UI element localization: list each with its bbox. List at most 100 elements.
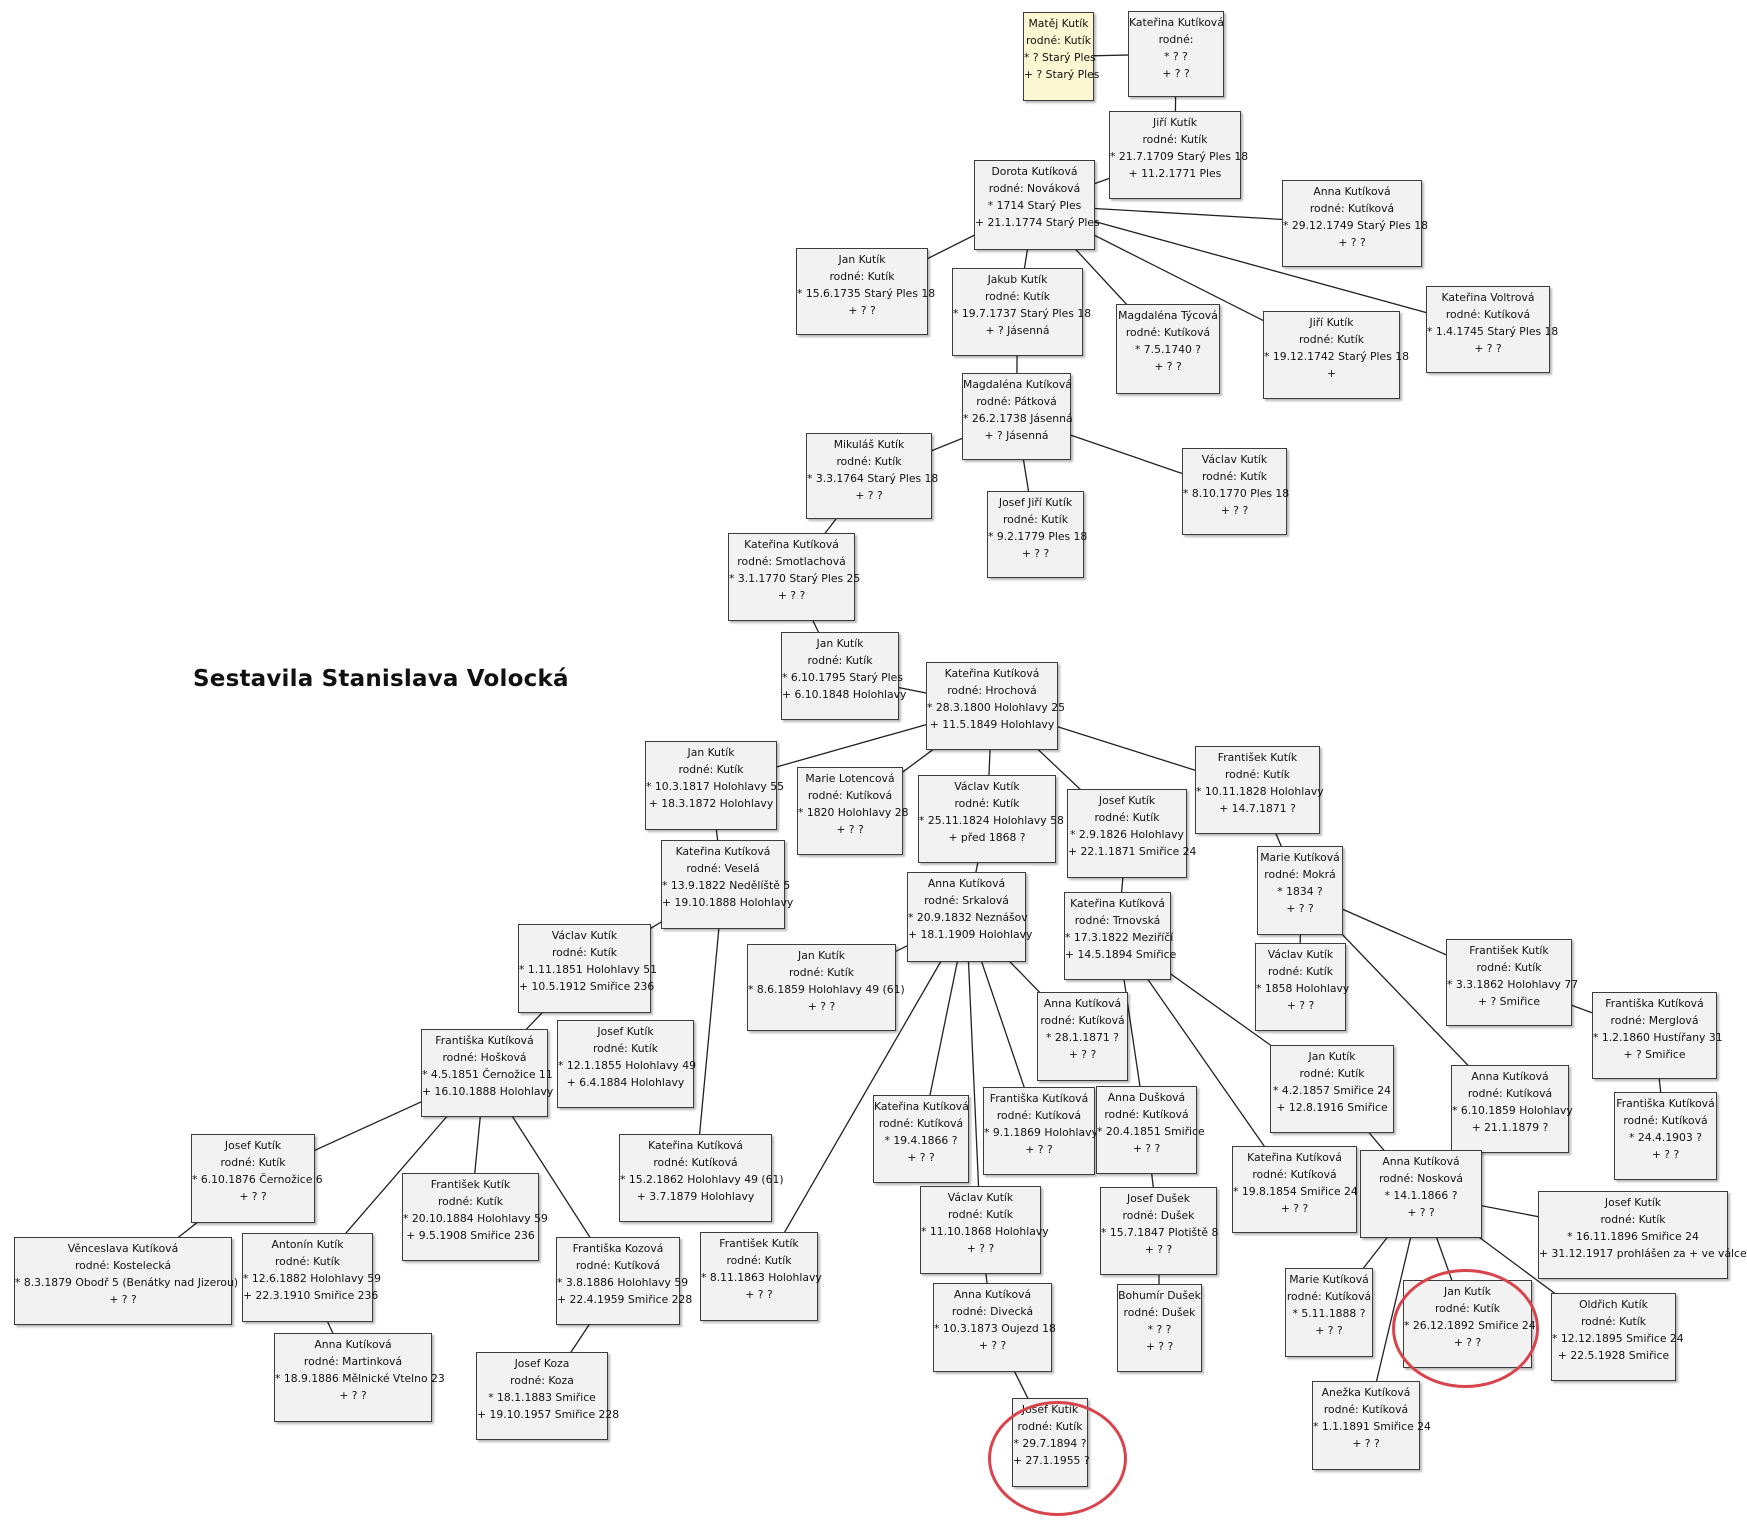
birth-info: * ? ? [1147,1323,1172,1336]
person-name: Anna Kutíková [1313,185,1391,198]
death-info: + 3.7.1879 Holohlavy [636,1190,755,1203]
birth-name: rodné: Kutík [1298,333,1365,346]
birth-name: rodné: Kutík [1017,1420,1083,1433]
birth-info: * 4.5.1851 Černožice 11 [422,1068,553,1081]
person-name: Josef Jiří Kutík [998,496,1073,509]
person-name: Magdaléna Týcová [1118,309,1218,322]
person-name: Anežka Kutíková [1321,1386,1411,1399]
person-name: Jiří Kutík [1309,316,1354,329]
death-info: + 18.3.1872 Holohlavy [648,797,774,810]
birth-info: * 16.11.1896 Smiřice 24 [1567,1230,1699,1243]
birth-info: * 18.1.1883 Smiřice [488,1391,596,1404]
birth-info: * 26.2.1738 Jásenná [963,412,1073,425]
person-name: Václav Kutík [947,1191,1014,1204]
birth-name: rodné: Kutík [1002,513,1069,526]
person-card-frantisek3[interactable]: František Kutík rodné: Kutík * 20.10.1884 … [402,1173,548,1261]
person-name: František Kutík [430,1178,511,1191]
person-name: Kateřina Kutíková [874,1100,969,1113]
birth-name: rodné: Kutíková [1445,308,1531,321]
birth-info: * 15.6.1735 Starý Ples 18 [797,287,936,300]
person-name: Marie Lotencová [805,772,895,785]
birth-info: * 15.7.1847 Plotiště 8 [1101,1226,1219,1239]
birth-name: rodné: Kutíková [1040,1014,1125,1027]
birth-name: rodné: Hrochová [947,684,1037,697]
birth-info: * 25.11.1824 Holohlavy 58 [919,814,1064,827]
birth-name: rodné: Koza [510,1374,574,1387]
death-info: + ? ? [848,304,876,317]
person-name: Josef Dušek [1127,1192,1190,1205]
birth-info: * 20.4.1851 Smiřice [1097,1125,1205,1138]
birth-name: rodné: Kutík [1094,811,1160,824]
birth-info: * 8.6.1859 Holohlavy 49 (61) [748,983,905,996]
birth-name: rodné: Merglová [1610,1014,1699,1027]
birth-info: * 20.10.1884 Holohlavy 59 [403,1212,548,1225]
birth-name: rodné: Divecká [951,1305,1034,1318]
birth-name: rodné: Kutík [437,1195,504,1208]
birth-name: rodné: Kutík [1025,34,1092,47]
death-info: + ? ? [978,1339,1007,1352]
person-name: Josef Kutík [1098,794,1156,807]
death-info: + 14.5.1894 Smiřice [1065,948,1177,961]
